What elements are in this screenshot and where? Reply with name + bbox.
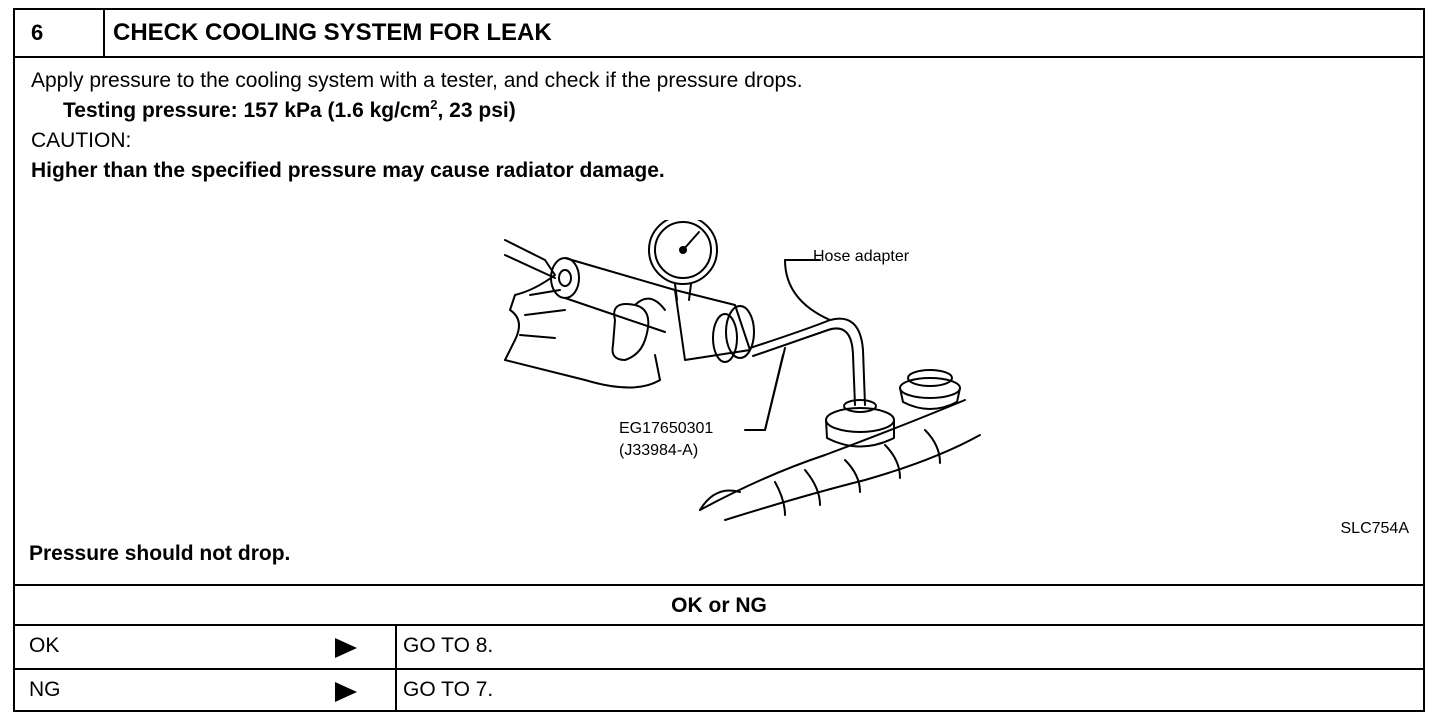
step-title: CHECK COOLING SYSTEM FOR LEAK xyxy=(113,19,552,46)
tool-alt-number-label: (J33984-A) xyxy=(619,442,699,459)
pressure-tester-illustration: Hose adapter EG17650301 (J33984-A) xyxy=(485,215,985,530)
step-header: 6 CHECK COOLING SYSTEM FOR LEAK xyxy=(15,10,1423,58)
step-instructions: Apply pressure to the cooling system wit… xyxy=(31,66,803,186)
decision-row-ng: NG GO TO 7. xyxy=(15,668,1423,712)
hose-adapter-label: Hose adapter xyxy=(813,248,910,265)
tester-drawing xyxy=(504,215,981,521)
testing-pressure-main: Testing pressure: 157 kPa (1.6 kg/cm xyxy=(63,99,431,122)
tool-number-label: EG17650301 xyxy=(619,420,714,437)
instruction-text: Apply pressure to the cooling system wit… xyxy=(31,69,803,92)
figure-code: SLC754A xyxy=(1340,520,1410,537)
step-number: 6 xyxy=(15,10,105,56)
arrow-right-icon xyxy=(335,638,357,658)
decision-action-ng: GO TO 7. xyxy=(395,670,493,712)
decision-title: OK or NG xyxy=(15,584,1423,624)
expected-result: Pressure should not drop. xyxy=(29,542,291,565)
decision-action-ok: GO TO 8. xyxy=(395,626,493,668)
testing-pressure-psi: , 23 psi) xyxy=(437,99,516,122)
decision-row-ok: OK GO TO 8. xyxy=(15,624,1423,668)
testing-pressure: Testing pressure: 157 kPa (1.6 kg/cm2, 2… xyxy=(31,96,803,126)
superscript-2: 2 xyxy=(430,97,438,112)
caution-text: Higher than the specified pressure may c… xyxy=(31,159,665,182)
decision-label-ng: NG xyxy=(29,678,61,701)
arrow-right-icon xyxy=(335,682,357,702)
decision-label-ok: OK xyxy=(29,634,60,657)
procedure-table: 6 CHECK COOLING SYSTEM FOR LEAK Apply pr… xyxy=(13,8,1425,712)
caution-label: CAUTION: xyxy=(31,129,132,152)
